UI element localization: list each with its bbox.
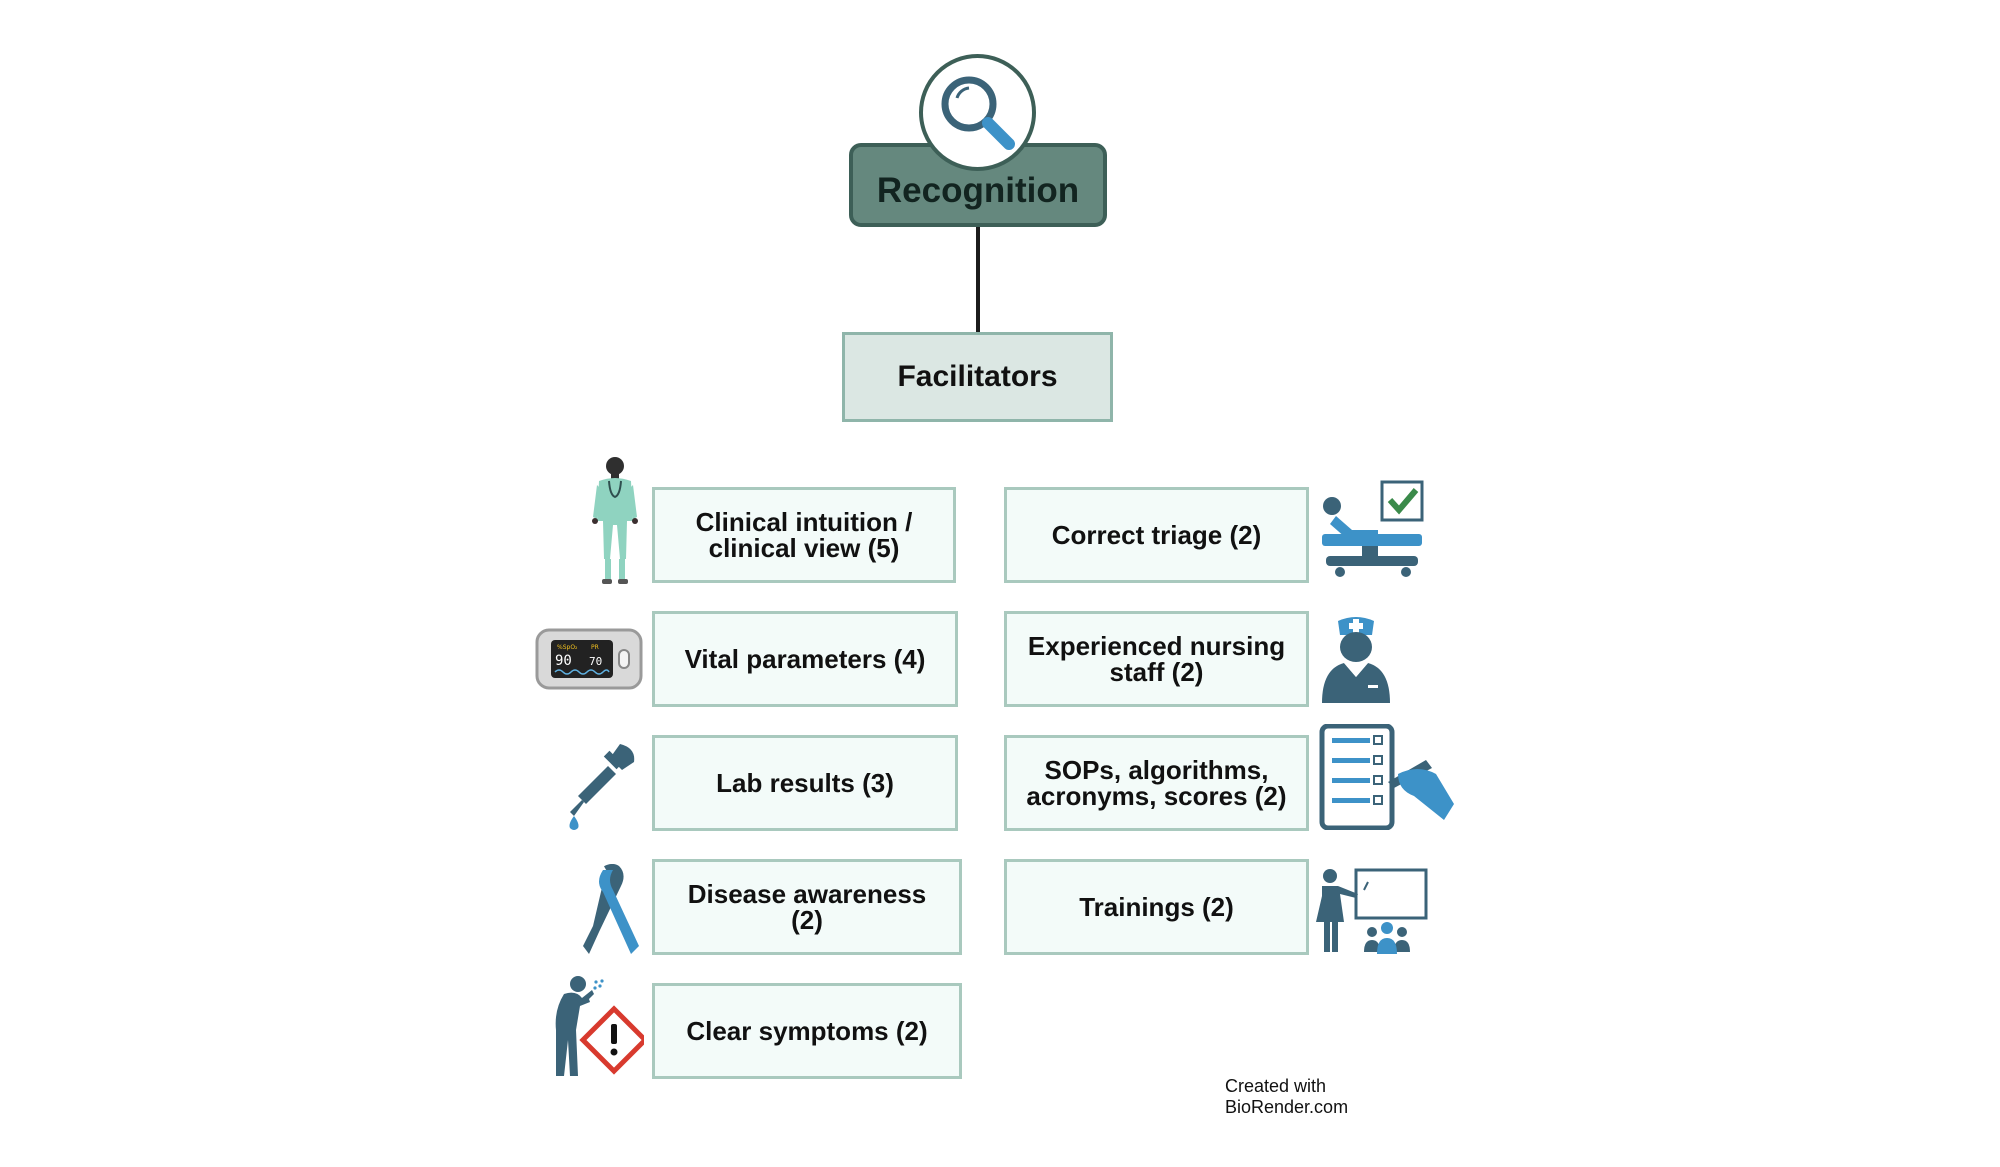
facilitator-item-trainings: Trainings (2) [1004, 859, 1309, 955]
item-label: Trainings (2) [1079, 892, 1234, 922]
facilitator-item-vital-parameters: Vital parameters (4) [652, 611, 958, 707]
facilitator-item-sops-algorithms: SOPs, algorithms, acronyms, scores (2) [1004, 735, 1309, 831]
pulse-oximeter-icon: %SpO₂ PR 90 70 [535, 628, 643, 690]
spo2-label: %SpO₂ [557, 644, 578, 651]
item-label: SOPs, algorithms, acronyms, scores (2) [1026, 755, 1287, 811]
facilitator-item-experienced-nursing-staff: Experienced nursing staff (2) [1004, 611, 1309, 707]
item-label: Experienced nursing staff (2) [1027, 631, 1286, 687]
facilitator-item-clinical-intuition: Clinical intuition / clinical view (5) [652, 487, 956, 583]
magnifier-icon [919, 54, 1036, 171]
item-label: Lab results (3) [716, 768, 894, 798]
credit-line-2: BioRender.com [1225, 1097, 1349, 1117]
recognition-title: Recognition [876, 171, 1080, 210]
pr-label: PR [591, 644, 599, 651]
facilitators-node: Facilitators [842, 332, 1113, 422]
item-label: Disease awareness (2) [687, 879, 927, 935]
facilitator-item-disease-awareness: Disease awareness (2) [652, 859, 962, 955]
credit-line-1: Created with [1225, 1076, 1327, 1096]
item-label: Correct triage (2) [1051, 520, 1262, 550]
nurse-icon [1322, 617, 1390, 703]
item-label: Vital parameters (4) [684, 644, 926, 674]
pipette-icon [569, 744, 635, 830]
presentation-training-icon [1316, 868, 1428, 954]
pr-value: 70 [589, 655, 602, 668]
biorender-credit: Created with BioRender.com [1225, 1076, 1348, 1118]
coughing-person-hazard-icon [555, 976, 644, 1076]
facilitators-title: Facilitators [897, 360, 1058, 393]
tree-connector-line [976, 227, 980, 333]
checklist-clipboard-icon [1319, 724, 1454, 830]
awareness-ribbon-icon [583, 864, 639, 954]
facilitator-item-lab-results: Lab results (3) [652, 735, 958, 831]
spo2-value: 90 [555, 653, 572, 669]
item-label: Clear symptoms (2) [686, 1016, 928, 1046]
facilitator-item-clear-symptoms: Clear symptoms (2) [652, 983, 962, 1079]
patient-bed-check-icon [1322, 480, 1424, 577]
item-label: Clinical intuition / clinical view (5) [695, 507, 913, 563]
clinician-figure-icon [592, 457, 638, 584]
facilitator-item-correct-triage: Correct triage (2) [1004, 487, 1309, 583]
